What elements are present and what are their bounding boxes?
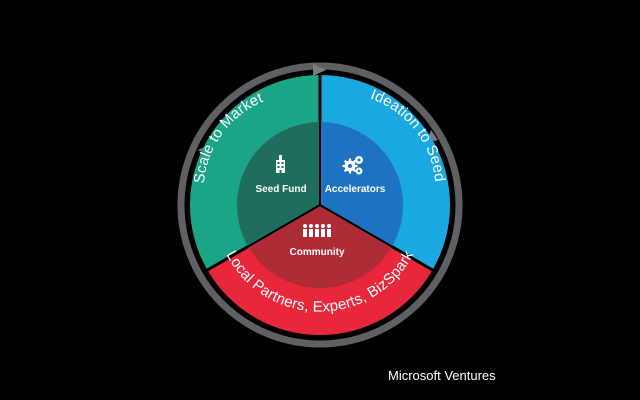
hub-segment-accelerators [320,122,404,247]
label-community: Community [290,247,345,258]
hub-segment-seed-fund [236,121,320,247]
gears-icon [342,156,363,175]
label-accelerators: Accelerators [325,184,386,195]
outer-ring [177,62,463,348]
people-group-icon [303,224,331,237]
hub-dividers [245,120,395,249]
label-seed-fund: Seed Fund [255,184,306,195]
office-building-icon [276,155,285,173]
ring-arrow-top [313,64,326,76]
brand-logo-text: Microsoft Ventures [388,368,496,383]
